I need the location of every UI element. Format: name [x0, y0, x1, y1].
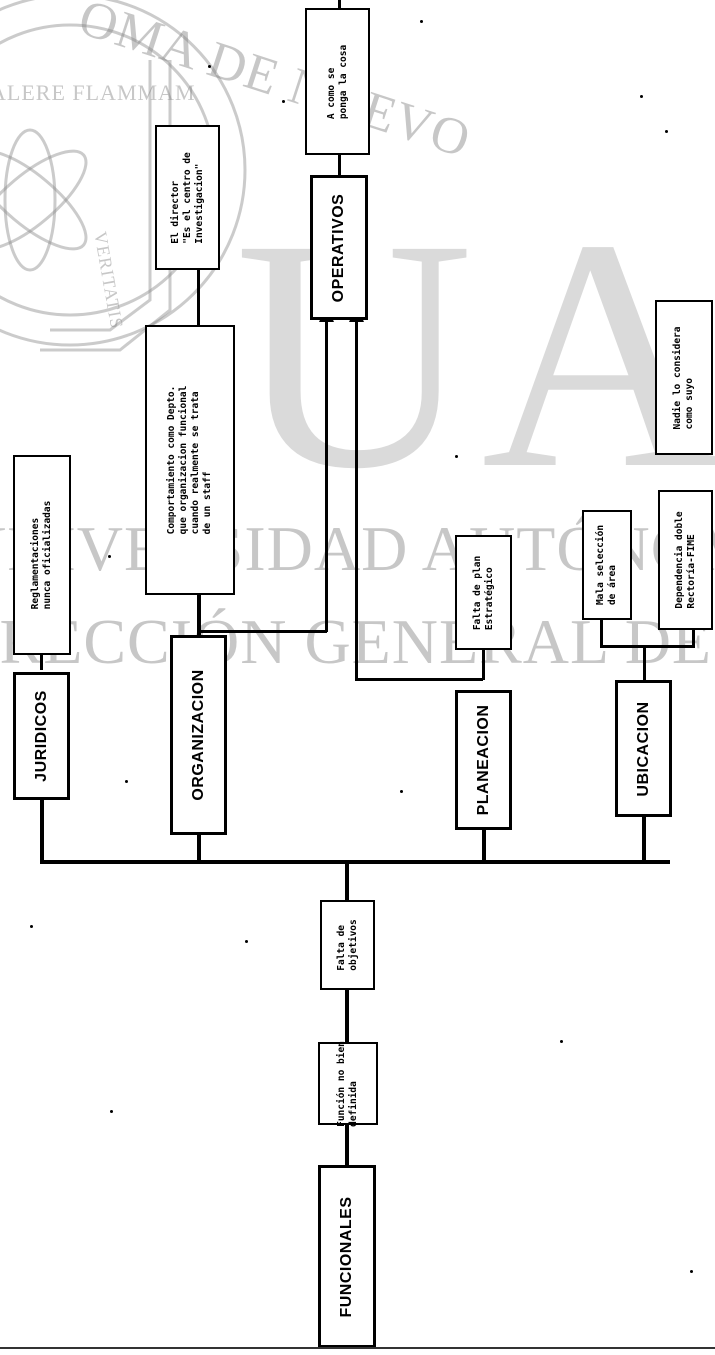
main-trunk-line [40, 860, 670, 864]
watermark-seal-label: ALERE FLAMMAM [0, 80, 196, 105]
organizacion-note: Comportamiento como Depto. que organizac… [166, 385, 213, 535]
scan-speck [665, 130, 668, 133]
juridicos-label: JURIDICOS [32, 690, 50, 782]
ubicacion-label: UBICACION [634, 700, 652, 797]
connector-ubic-box [643, 646, 646, 681]
falta-objetivos-box: Falta de objetivos [320, 900, 375, 990]
connector-falta-objetivos [345, 862, 349, 900]
juridicos-note-box: Reglamentaciones nunca oficializadas [13, 455, 71, 655]
planeacion-label: PLANEACION [474, 704, 492, 816]
scan-speck [420, 20, 423, 23]
organizacion-box: ORGANIZACION [170, 635, 227, 835]
operativos-note-box: A como se ponga la cosa [305, 8, 370, 155]
scan-speck [282, 100, 285, 103]
connector-ubicacion [642, 817, 646, 862]
scan-speck [108, 555, 111, 558]
funcionales-label: FUNCIONALES [338, 1195, 355, 1318]
juridicos-box: JURIDICOS [13, 672, 70, 800]
connector-funcionales [345, 1125, 349, 1165]
organizacion-subnote-box: El director "Es el centro de Investigaci… [155, 125, 220, 270]
organizacion-note-box: Comportamiento como Depto. que organizac… [145, 325, 235, 595]
ubicacion-note-bottom: Dependencia doble Rectoría-FIME [673, 511, 697, 609]
planeacion-box: PLANEACION [455, 690, 512, 830]
scan-speck [690, 1270, 693, 1273]
ubicacion-box: UBICACION [615, 680, 672, 817]
planeacion-note-box: Falta de plan Estratégico [455, 535, 512, 650]
ubicacion-note-top: Mala selección de área [595, 524, 618, 606]
bottom-rule [0, 1347, 715, 1349]
connector-plan-operativos-h [355, 678, 483, 681]
juridicos-note: Reglamentaciones nunca oficializadas [30, 500, 53, 610]
operativos-box: OPERATIVOS [310, 175, 368, 320]
watermark-big-letters: UAN [235, 172, 715, 537]
connector-org-note [197, 595, 201, 635]
connector-ubic-split [600, 645, 695, 648]
ubicacion-note-top-box: Mala selección de área [582, 510, 632, 620]
scan-speck [400, 790, 403, 793]
scan-speck [245, 940, 248, 943]
connector-juridicos [40, 800, 44, 862]
operativos-note: A como se ponga la cosa [325, 44, 349, 119]
funcionales-box: FUNCIONALES [318, 1165, 376, 1348]
connector-plan-note [482, 650, 485, 680]
scan-speck [208, 65, 211, 68]
connector-operativos-top [338, 0, 341, 8]
connector-organizacion [197, 835, 201, 862]
falta-objetivos-label: Falta de objetivos [335, 919, 359, 971]
ubicacion-note-far: Nadie lo considera como suyo [672, 326, 695, 429]
ubicacion-note-bottom-box: Dependencia doble Rectoría-FIME [658, 490, 713, 630]
planeacion-note: Falta de plan Estratégico [471, 555, 495, 630]
scan-speck [640, 95, 643, 98]
connector-funcion [345, 990, 349, 1042]
connector-operativos-note [338, 155, 341, 175]
ubicacion-note-far-box: Nadie lo considera como suyo [655, 300, 713, 455]
scan-speck [30, 925, 33, 928]
connector-ubic-note-bottom [692, 630, 695, 647]
connector-org-subnote [197, 270, 200, 325]
connector-org-operativos-v [325, 320, 328, 632]
funcion-no-definida-box: Función no bien definida [318, 1040, 378, 1127]
funcion-no-definida-label: Función no bien definida [336, 1040, 359, 1127]
connector-ubic-note-top [600, 620, 603, 647]
operativos-label: OPERATIVOS [330, 193, 347, 302]
scan-speck [110, 1110, 113, 1113]
connector-planeacion [482, 830, 486, 862]
scan-speck [560, 1040, 563, 1043]
organizacion-label: ORGANIZACION [189, 669, 207, 801]
connector-juridicos-note [40, 655, 43, 670]
connector-plan-operativos-v [355, 320, 358, 680]
organizacion-subnote: El director "Es el centro de Investigaci… [169, 151, 205, 244]
connector-org-operativos-h [197, 630, 327, 633]
scan-speck [125, 780, 128, 783]
scan-speck [455, 455, 458, 458]
